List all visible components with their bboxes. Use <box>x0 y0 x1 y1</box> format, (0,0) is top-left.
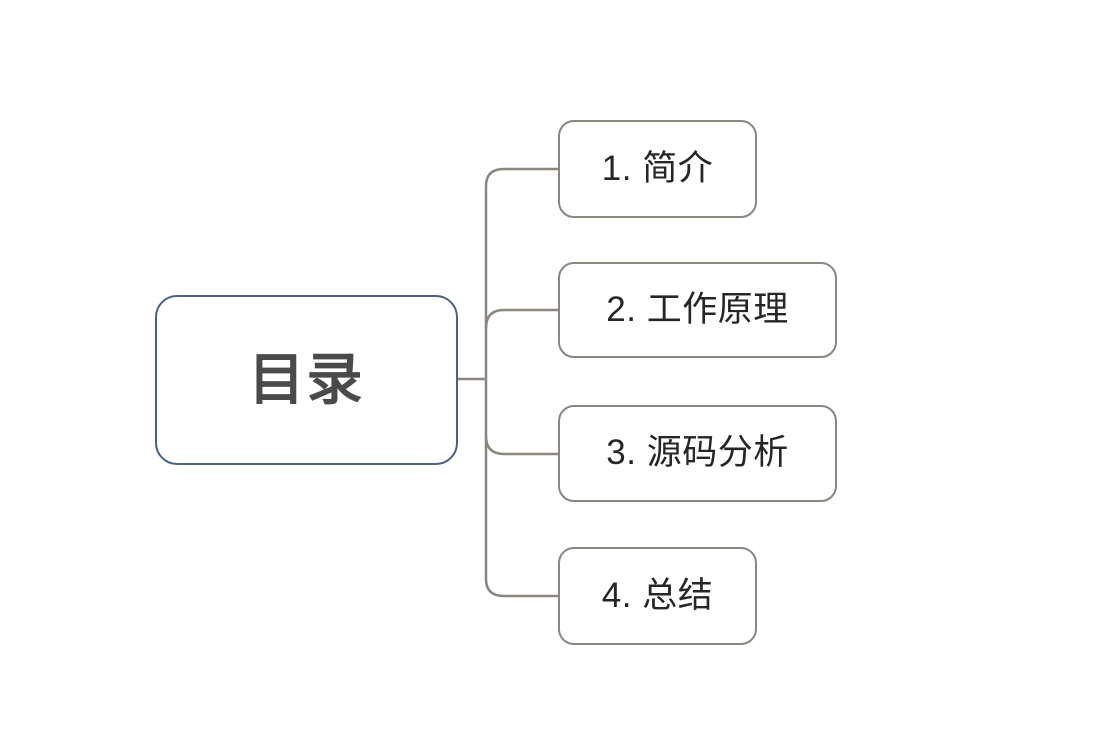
root-node-label: 目录 <box>248 348 365 412</box>
root-node[interactable]: 目录 <box>155 295 458 465</box>
connector-branch-4 <box>484 578 558 598</box>
connector-branch-1 <box>484 167 558 187</box>
child-node-2-label: 2. 工作原理 <box>606 289 789 329</box>
connector-branch-2 <box>484 308 558 329</box>
child-node-1[interactable]: 1. 简介 <box>558 120 757 218</box>
connector-branch-3 <box>484 435 558 456</box>
child-node-2[interactable]: 2. 工作原理 <box>558 262 837 358</box>
child-node-4[interactable]: 4. 总结 <box>558 547 757 645</box>
child-node-4-label: 4. 总结 <box>601 575 714 615</box>
child-node-3[interactable]: 3. 源码分析 <box>558 405 837 502</box>
child-node-1-label: 1. 简介 <box>601 148 714 188</box>
child-node-3-label: 3. 源码分析 <box>606 433 789 473</box>
